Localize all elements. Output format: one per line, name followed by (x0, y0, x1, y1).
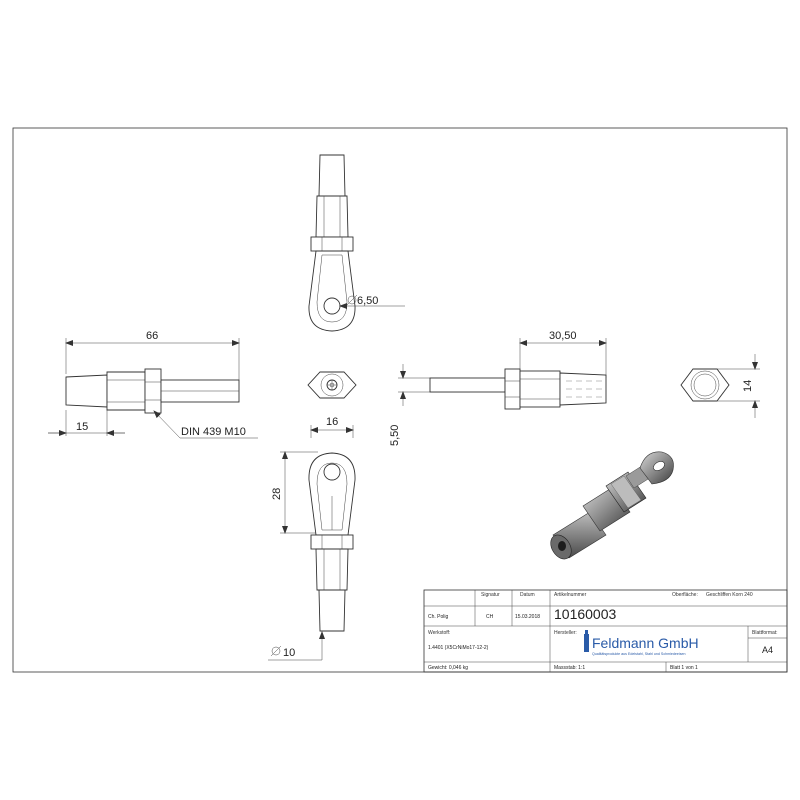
diameter-symbol-icon (346, 294, 358, 306)
title-block (423, 589, 788, 673)
view-left-horizontal (48, 338, 258, 439)
tb-hersteller-label: Hersteller: (554, 630, 577, 636)
product-render-image (550, 451, 674, 560)
dim-hex-width: 16 (326, 416, 338, 428)
tb-company-name: Feldmann GmbH (592, 635, 699, 651)
tb-werkstoff-value: 1.4401 (X5CrNiMo17-12-2) (428, 645, 489, 651)
tb-author: Ch. Polig (428, 614, 449, 620)
tb-oberflaeche-value: Geschliffen Korn 240 (706, 592, 753, 598)
view-bottom-vertical (268, 425, 356, 661)
tb-col-signatur: Signatur (481, 592, 500, 598)
tb-signature: CH (486, 614, 494, 620)
tb-blatt: Blatt 1 von 1 (670, 665, 698, 671)
tb-date: 15.03.2018 (515, 614, 540, 620)
dim-thread-callout: DIN 439 M10 (181, 426, 246, 438)
dim-sleeve-length: 15 (76, 421, 88, 433)
tb-col-artikelnummer: Artikelnummer (554, 592, 587, 598)
view-center-end (307, 371, 357, 399)
feldmann-logo (584, 630, 589, 652)
dim-nut-across-flats: 14 (742, 380, 754, 392)
tb-col-datum: Datum (520, 592, 535, 598)
dim-sleeve-diameter: 10 (283, 647, 295, 659)
tb-article-number: 10160003 (554, 606, 617, 622)
tb-oberflaeche-label: Oberfläche: (672, 592, 698, 598)
dim-overall-length: 66 (146, 330, 158, 342)
tb-werkstoff-label: Werkstoff: (428, 630, 450, 636)
dim-eye-length: 28 (271, 488, 283, 500)
dim-length-right: 30,50 (549, 330, 577, 342)
tb-blattformat-label: Blattformat: (752, 630, 778, 636)
tb-company-tagline: Qualitätsprodukte aus Edelstahl, Stahl u… (592, 652, 686, 656)
tb-gewicht: Gewicht: 0,046 kg (428, 665, 468, 671)
tb-blattformat-value: A4 (762, 645, 773, 655)
dim-slot-width: 5,50 (389, 425, 401, 446)
view-far-right-end (680, 354, 760, 418)
view-right-horizontal (398, 338, 607, 410)
dim-eye-hole: 6,50 (357, 295, 378, 307)
view-top-vertical (308, 154, 405, 332)
diameter-symbol-icon (270, 645, 282, 657)
tb-massstab: Massstab: 1:1 (554, 665, 585, 671)
sheet-border (12, 127, 788, 673)
